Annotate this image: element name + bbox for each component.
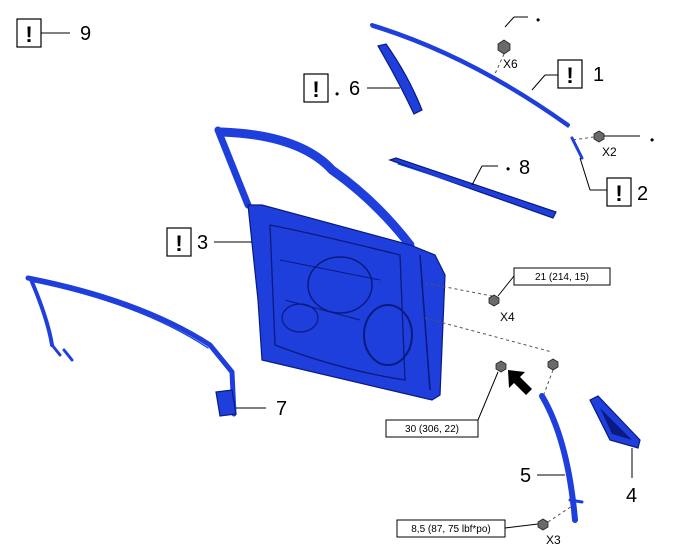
- warning-box-icon: [16, 18, 42, 48]
- torque-label-box: [513, 267, 611, 286]
- callout-8-group: • 8: [471, 157, 530, 186]
- bolt-icon: [495, 360, 507, 373]
- warning-mark-1: !: [566, 63, 573, 88]
- torque-value-21: 21 (214, 15): [535, 272, 589, 283]
- callout-number-7: 7: [276, 398, 287, 420]
- callout-5-group: 5: [520, 465, 565, 487]
- torque-label-box: [396, 519, 506, 538]
- callout-number-5: 5: [520, 465, 531, 487]
- torque-value-30: 30 (306, 22): [405, 424, 459, 435]
- bolt-x2-group: • X2: [571, 130, 654, 159]
- qty-x6: X6: [503, 57, 518, 71]
- torque-value-85: 8,5 (87, 75 lbf*po): [411, 524, 491, 535]
- callout-4-group: 4: [626, 448, 637, 507]
- torque-85-group: 8,5 (87, 75 lbf*po) X3: [396, 505, 573, 547]
- callout-number-4: 4: [626, 485, 637, 507]
- part-1-upper-moulding: [370, 23, 570, 128]
- qty-x3: X3: [546, 533, 561, 547]
- part-2-clip-strip: [570, 136, 584, 160]
- bullet-x6: •: [536, 13, 540, 27]
- callout-3-group: ! 3: [166, 227, 252, 257]
- part-6-pillar-garnish: [377, 43, 423, 115]
- bullet-8: •: [506, 162, 510, 176]
- warning-box-icon: [166, 227, 192, 257]
- part-5-rear-channel: [539, 393, 584, 523]
- bolt-icon: [488, 294, 500, 307]
- qty-x4: X4: [500, 310, 515, 324]
- part-4-corner-garnish: [589, 395, 641, 449]
- callout-6-group: ! • 6: [303, 73, 400, 103]
- callout-number-6: 6: [349, 78, 360, 100]
- bolt-x6-group: • X6: [493, 13, 540, 77]
- warning-mark-9: !: [25, 22, 32, 47]
- torque-30-group: 30 (306, 22): [385, 360, 507, 438]
- callout-1-group: ! 1: [531, 59, 604, 91]
- callout-7-group: 7: [236, 398, 287, 420]
- warning-mark-2: !: [615, 181, 622, 206]
- bullet-x2: •: [650, 133, 654, 147]
- warning-box-icon: [557, 59, 583, 89]
- callout-2-group: ! 2: [579, 157, 648, 207]
- torque-label-box: [385, 419, 479, 438]
- torque-21-group: 21 (214, 15) X4: [424, 267, 611, 353]
- warning-mark-3: !: [175, 231, 182, 256]
- bolt-icon: [537, 518, 549, 531]
- bolt-icon: [593, 130, 605, 143]
- bullet-6: •: [335, 87, 339, 101]
- bolt-icon: [497, 39, 511, 55]
- callout-number-1: 1: [593, 64, 604, 86]
- qty-x2: X2: [602, 145, 617, 159]
- warning-box-icon: [606, 177, 632, 207]
- warning-box-icon: [303, 73, 329, 103]
- warning-mark-6: !: [312, 77, 319, 102]
- part-3-door-panel: [214, 126, 446, 401]
- callout-number-8: 8: [519, 157, 530, 179]
- bolt-icon: [547, 358, 559, 371]
- callout-number-2: 2: [637, 183, 648, 205]
- part-8-belt-moulding: [388, 157, 557, 219]
- callout-9-group: ! 9: [16, 18, 91, 48]
- callout-number-3: 3: [197, 232, 208, 254]
- callout-number-9: 9: [80, 23, 91, 45]
- upper-clip-5-group: [543, 358, 559, 395]
- front-direction-arrow-icon: [508, 370, 532, 395]
- part-7-frame-weatherstrip: [25, 275, 237, 417]
